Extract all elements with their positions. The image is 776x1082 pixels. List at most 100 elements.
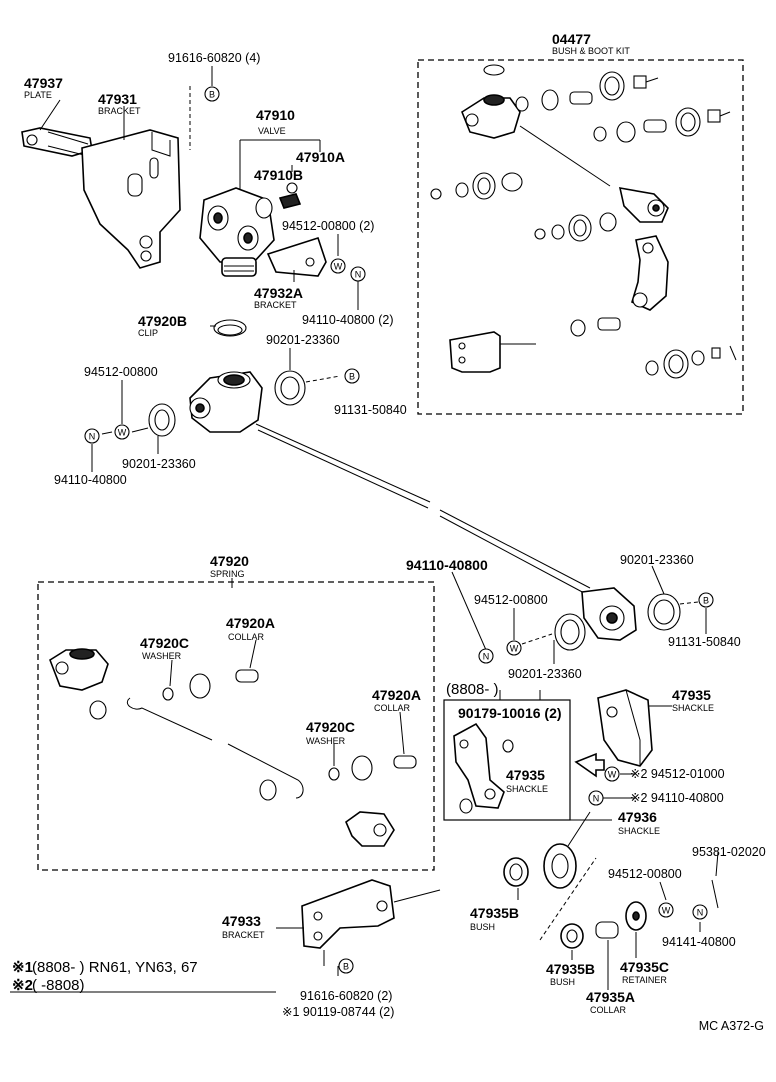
part-91616-bottom-number: 91616-60820 (2) (300, 989, 392, 1003)
shackle-47935-inset-drawing (453, 722, 514, 814)
part-95381-number: 95381-02020 (692, 845, 766, 859)
valve-47910-drawing (199, 187, 275, 277)
part-90119-number: ※1 90119-08744 (2) (282, 1005, 394, 1019)
part-94512-2-number: 94512-00800 (2) (282, 219, 374, 233)
bracket-47931-drawing (81, 129, 181, 269)
part-47920C-1-number: 47920C (140, 635, 189, 651)
svg-text:N: N (697, 908, 704, 918)
part-47935A-number: 47935A (586, 989, 635, 1005)
part-47931-desc: BRACKET (98, 106, 141, 116)
part-90179-number: 90179-10016 (2) (458, 705, 562, 721)
part-94512-a-number: 94512-00800 (84, 365, 158, 379)
part-47920A-2-desc: COLLAR (374, 703, 411, 713)
part-47932A-number: 47932A (254, 285, 303, 301)
part-47933-number: 47933 (222, 913, 261, 929)
clip-47920B-drawing (213, 319, 247, 337)
part-94512-c-number: 94512-00800 (608, 867, 682, 881)
nut-symbol-94110-star: N (588, 790, 604, 806)
part-47936-desc: SHACKLE (618, 826, 660, 836)
shackle-47936-drawing (543, 811, 591, 889)
part-47920C-1-desc: WASHER (142, 651, 182, 661)
spring-kit-contents-drawing (49, 648, 417, 847)
note-1-mark: ※1 (12, 959, 33, 976)
control-rod-drawing (255, 423, 591, 595)
nut-47910B-drawing (278, 182, 302, 209)
part-47920B-number: 47920B (138, 313, 187, 329)
bush-boot-kit-box (417, 59, 744, 415)
part-91131-a-number: 91131-50840 (334, 403, 407, 417)
bush-47935B-drawing (503, 857, 584, 949)
part-8808-label: (8808- ) (446, 681, 499, 698)
part-47935B-1-desc: BUSH (470, 922, 495, 932)
svg-text:N: N (89, 432, 96, 442)
bolt-symbol-91616-bottom: B (338, 958, 354, 974)
svg-text:W: W (510, 644, 519, 654)
part-47920A-1-number: 47920A (226, 615, 275, 631)
part-47935-inner-desc: SHACKLE (506, 784, 548, 794)
part-47935-inner-number: 47935 (506, 767, 545, 783)
svg-text:N: N (483, 652, 490, 662)
note-2-mark: ※2 (12, 977, 33, 994)
part-90201-c-number: 90201-23360 (508, 667, 582, 681)
bolt-symbol-91131-b: B (698, 592, 714, 608)
part-47936-number: 47936 (618, 809, 657, 825)
part-47935B-2-desc: BUSH (550, 977, 575, 987)
stud-95381-drawing (711, 879, 719, 909)
note-2-text: ( -8808) (32, 977, 85, 994)
part-94110-star-number: ※2 94110-40800 (630, 791, 724, 805)
part-94512-b-number: 94512-00800 (474, 593, 548, 607)
spring-kit-box (37, 581, 435, 871)
part-47920A-2-number: 47920A (372, 687, 421, 703)
part-94512-star-number: ※2 94512-01000 (630, 767, 725, 781)
part-90201-d-number: 90201-23360 (620, 553, 694, 567)
part-47931-number: 47931 (98, 91, 137, 107)
part-47935C-number: 47935C (620, 959, 669, 975)
nut-symbol-94141: N (692, 904, 708, 920)
bracket-47932A-drawing (266, 236, 327, 277)
washer-symbol-94512-a: W (114, 424, 130, 440)
part-90201-a-number: 90201-23360 (266, 333, 340, 347)
diagram-code: MC A372-G (699, 1019, 764, 1033)
part-91616-top-number: 91616-60820 (4) (168, 51, 260, 65)
bracket-47933-drawing (301, 879, 441, 949)
shackle-47935-drawing (574, 689, 653, 778)
part-47935-desc: SHACKLE (672, 703, 714, 713)
svg-text:W: W (118, 428, 127, 438)
part-47920-desc: SPRING (210, 569, 245, 579)
lever-upper-drawing (189, 371, 263, 433)
part-47920C-2-desc: WASHER (306, 736, 346, 746)
part-47935-number: 47935 (672, 687, 711, 703)
part-47920C-2-number: 47920C (306, 719, 355, 735)
plate-47937-drawing (21, 127, 93, 157)
leader-lines (10, 66, 719, 993)
svg-text:W: W (334, 262, 343, 272)
svg-text:B: B (343, 962, 349, 972)
washer-symbol-94512-b: W (506, 640, 522, 656)
shackle-inset-box (443, 699, 571, 821)
kit-desc-label: BUSH & BOOT KIT (552, 46, 630, 56)
part-47910-desc: VALVE (258, 126, 286, 136)
part-94141-number: 94141-40800 (662, 935, 736, 949)
part-47935A-desc: COLLAR (590, 1005, 627, 1015)
bolt-symbol-91131-a: B (344, 368, 360, 384)
part-47920A-1-desc: COLLAR (228, 632, 265, 642)
svg-text:B: B (349, 372, 355, 382)
part-94110-2-number: 94110-40800 (2) (302, 313, 394, 327)
part-47937-desc: PLATE (24, 90, 52, 100)
bolt-symbol-top: B (204, 86, 220, 102)
svg-text:B: B (703, 596, 709, 606)
lever-lower-drawing (581, 587, 637, 641)
collar-47935A-drawing (595, 921, 619, 939)
retainer-47935C-drawing (625, 901, 647, 931)
washer-symbol-94512-star: W (604, 766, 620, 782)
part-47933-desc: BRACKET (222, 930, 265, 940)
part-47932A-desc: BRACKET (254, 300, 297, 310)
nut-symbol-94110-2: N (350, 266, 366, 282)
washer-symbol-94512-c: W (658, 902, 674, 918)
part-47935B-1-number: 47935B (470, 905, 519, 921)
part-47910-number: 47910 (256, 107, 295, 123)
part-47937-number: 47937 (24, 75, 63, 91)
part-91131-b-number: 91131-50840 (668, 635, 741, 649)
svg-text:W: W (662, 906, 671, 916)
